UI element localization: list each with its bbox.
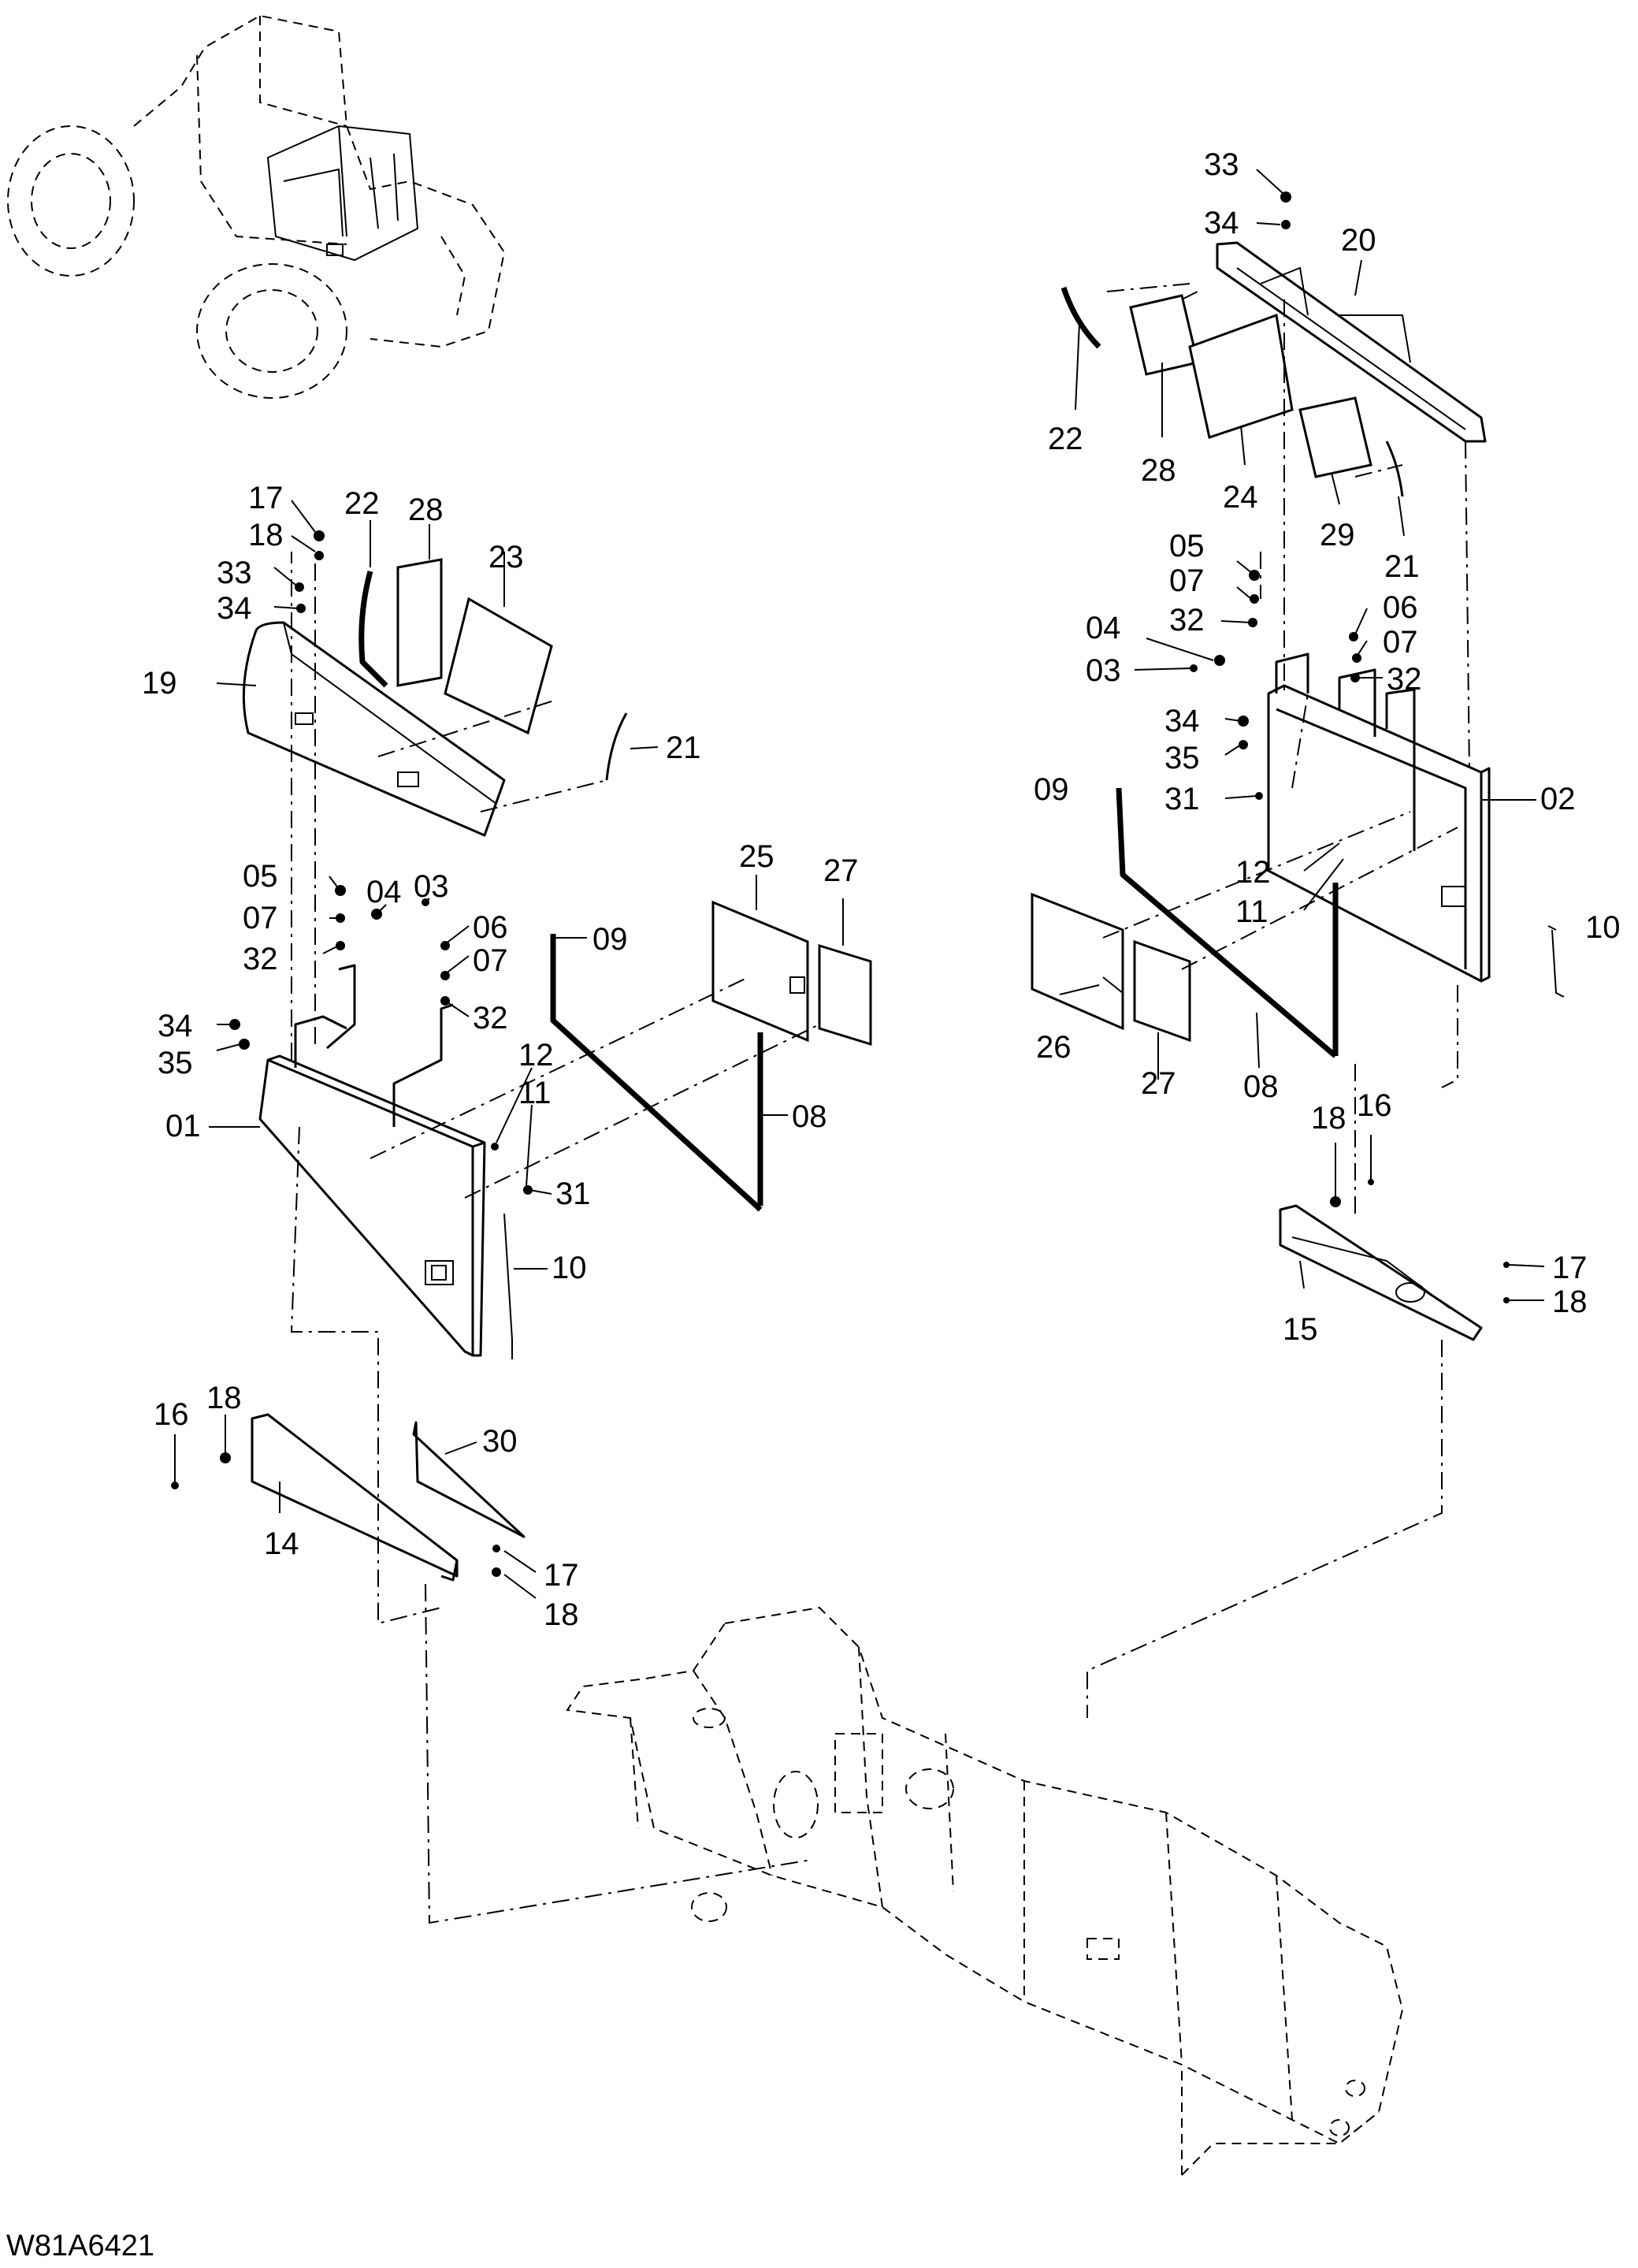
callout-07a: 07 (243, 901, 278, 935)
callout-11: 11 (518, 1076, 552, 1110)
callout-16: 16 (1357, 1088, 1392, 1123)
callout-08: 08 (792, 1099, 827, 1134)
callout-29: 29 (1320, 518, 1355, 552)
callout-35: 35 (1164, 741, 1200, 775)
callout-32b: 32 (1387, 662, 1422, 697)
callout-34: 34 (217, 591, 252, 626)
callout-12: 12 (1235, 855, 1271, 890)
right-lower-plate (1279, 1204, 1483, 1341)
callout-18b: 18 (206, 1381, 242, 1415)
callout-18: 18 (1311, 1101, 1346, 1136)
callout-07b: 07 (473, 943, 508, 978)
callouts-right: 33 34 20 22 28 24 29 21 05 07 32 04 03 0… (1034, 147, 1621, 1347)
callout-18b: 18 (1552, 1285, 1588, 1319)
callout-09: 09 (592, 922, 628, 957)
left-lower-plates (251, 1413, 526, 1582)
callout-23: 23 (488, 540, 524, 574)
callout-04: 04 (1086, 611, 1121, 645)
callout-03: 03 (1086, 653, 1121, 688)
right-side-panel (1267, 653, 1565, 998)
callout-10: 10 (552, 1251, 587, 1285)
callout-21: 21 (666, 731, 701, 765)
callout-32a: 32 (1169, 603, 1205, 638)
callout-07a: 07 (1169, 563, 1205, 598)
callout-07b: 07 (1383, 625, 1418, 660)
callout-25: 25 (739, 839, 774, 874)
callout-34b: 34 (1164, 704, 1200, 738)
callout-10: 10 (1585, 910, 1621, 945)
callout-35: 35 (158, 1046, 193, 1080)
callout-27: 27 (1141, 1066, 1176, 1101)
callout-12: 12 (518, 1038, 554, 1073)
callout-32a: 32 (243, 942, 278, 976)
callout-26: 26 (1036, 1030, 1072, 1065)
left-side-panel (258, 964, 513, 1359)
drawing-code: W81A6421 (6, 2229, 154, 2262)
right-seals (1031, 787, 1339, 1058)
callout-02: 02 (1540, 782, 1576, 816)
callout-05: 05 (1169, 529, 1205, 563)
callout-31: 31 (1164, 782, 1200, 816)
callout-30: 30 (482, 1424, 518, 1459)
callouts-left: 17 18 33 34 22 28 23 19 21 05 07 32 04 0… (142, 481, 859, 1632)
callout-17: 17 (1552, 1251, 1588, 1285)
callout-21: 21 (1384, 549, 1420, 584)
callout-33: 33 (217, 556, 252, 590)
callout-31: 31 (555, 1177, 591, 1211)
callout-27: 27 (823, 853, 859, 888)
callout-22: 22 (1048, 422, 1083, 456)
callout-20: 20 (1341, 223, 1376, 258)
callout-03: 03 (414, 869, 449, 904)
right-upper-cover (1060, 241, 1487, 497)
callout-18: 18 (248, 518, 284, 552)
fasteners (171, 191, 1510, 1577)
callout-17b: 17 (544, 1558, 579, 1593)
callout-16: 16 (154, 1397, 189, 1432)
callout-34b: 34 (158, 1009, 193, 1043)
callout-34: 34 (1204, 206, 1239, 240)
callout-22: 22 (344, 486, 380, 521)
assembly-lines (290, 283, 1470, 1924)
callout-32b: 32 (473, 1001, 508, 1035)
callout-15: 15 (1283, 1312, 1318, 1347)
machine-overview-icon (7, 14, 506, 399)
callout-11: 11 (1235, 894, 1268, 929)
callout-28: 28 (408, 493, 444, 527)
callout-05: 05 (243, 859, 278, 894)
left-upper-cover (242, 558, 628, 837)
callout-06: 06 (1383, 590, 1418, 625)
callout-18c: 18 (544, 1597, 579, 1632)
callout-01: 01 (165, 1109, 201, 1143)
callout-28: 28 (1141, 453, 1176, 488)
callout-04: 04 (366, 875, 402, 909)
callout-08: 08 (1243, 1069, 1279, 1104)
callout-17: 17 (248, 481, 284, 515)
frame-chassis-icon (566, 1606, 1404, 2176)
callout-33: 33 (1204, 147, 1239, 182)
callout-09: 09 (1034, 772, 1069, 807)
left-seals (550, 900, 872, 1212)
callout-14: 14 (264, 1526, 299, 1561)
callout-19: 19 (142, 666, 177, 701)
callout-24: 24 (1223, 480, 1258, 515)
leader-lines (174, 169, 1557, 1599)
callout-06: 06 (473, 910, 508, 945)
